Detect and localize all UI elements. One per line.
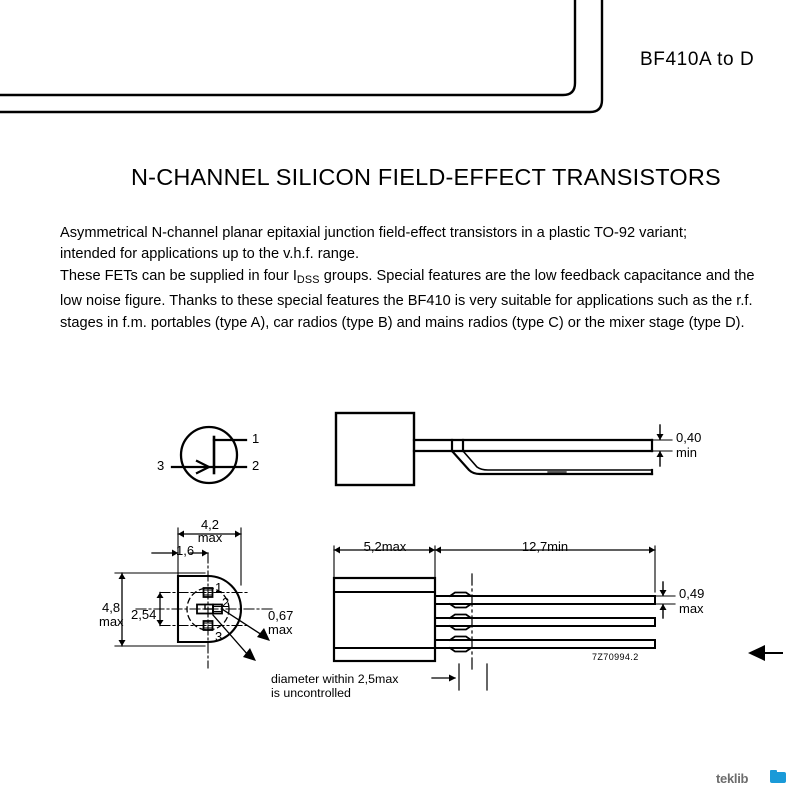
side-view-drawing xyxy=(334,411,673,487)
symbol-pin-1-label: 1 xyxy=(252,431,260,446)
pinout-height-value: 4,8 xyxy=(102,600,121,615)
pinout-height-qualifier: max xyxy=(99,614,124,629)
front-view-lead-thickness-value: 0,49 xyxy=(679,586,705,601)
side-view-thickness-qualifier: min xyxy=(676,445,697,460)
symbol-pin-3-label: 3 xyxy=(157,458,165,473)
pinout-note-line-2: is uncontrolled xyxy=(271,686,351,700)
header-type-number: BF410A to D xyxy=(640,49,755,70)
side-view-thickness-value: 0,40 xyxy=(676,430,702,445)
watermark-text: teklib xyxy=(716,771,749,786)
description-paragraph-2: These FETs can be supplied in four IDSS … xyxy=(60,266,766,334)
symbol-pin-2-label: 2 xyxy=(252,458,260,473)
pinout-pin-1-label: 1 xyxy=(215,580,223,595)
margin-arrow xyxy=(748,645,783,661)
pinout-pin-size-qualifier: max xyxy=(268,622,293,637)
pinout-pitch-value: 2,54 xyxy=(131,607,157,622)
pinout-width-qualifier: max xyxy=(197,530,223,545)
front-view-lead-length: 12,7min xyxy=(521,539,569,554)
fet-symbol-drawing xyxy=(170,425,248,485)
description-p2-rest: groups. Special features are the low fee… xyxy=(60,267,755,331)
pinout-note-line-1: diameter within 2,5max xyxy=(271,672,399,686)
pinout-pin-size-value: 0,67 xyxy=(268,608,294,623)
description-line-2: intended for applications up to the v.h.… xyxy=(60,246,360,263)
pinout-width-value: 4,2 xyxy=(200,517,220,532)
page-title: N-CHANNEL SILICON FIELD-EFFECT TRANSISTO… xyxy=(131,164,721,190)
drawing-number: 7Z70994.2 xyxy=(592,652,639,662)
description-p2-prefix: These FETs can be supplied in four I xyxy=(60,267,297,284)
description-line-1: Asymmetrical N-channel planar epitaxial … xyxy=(60,225,688,241)
pinout-pin-3-label: 3 xyxy=(215,629,223,644)
front-view-drawing xyxy=(332,545,676,691)
pinout-offset-value: 1,6 xyxy=(176,543,195,558)
pinout-pin-2-label: 2 xyxy=(222,595,230,610)
header-frame-rules xyxy=(0,0,604,114)
idss-subscript: DSS xyxy=(296,273,320,286)
front-view-body-length: 5,2max xyxy=(363,539,407,554)
description-block: Asymmetrical N-channel planar epitaxial … xyxy=(60,223,766,334)
front-view-lead-thickness-qualifier: max xyxy=(679,601,704,616)
watermark-logo-icon xyxy=(770,770,786,783)
